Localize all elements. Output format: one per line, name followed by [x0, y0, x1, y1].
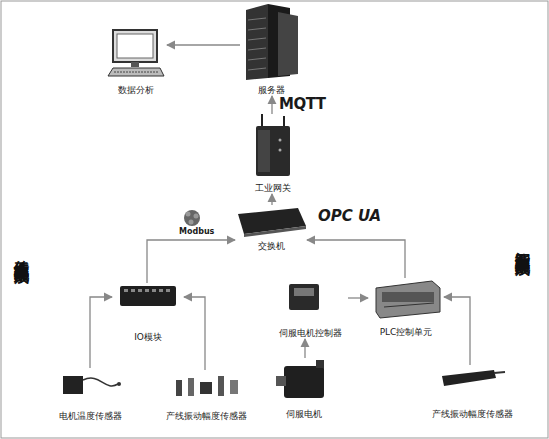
switch-icon: [238, 208, 306, 237]
device-node: 伺服电机控制器: [272, 282, 348, 339]
device-caption: IO模块: [134, 332, 162, 343]
device-node: 产线振动幅度传感器: [160, 370, 252, 422]
modbus-logo: [184, 210, 200, 226]
device-caption: 交换机: [258, 241, 285, 252]
line-title: 智能工业车间装配产线: [515, 240, 531, 250]
device-caption: 伺服电机: [286, 409, 322, 420]
data-link: [304, 339, 305, 358]
vibration-sensor-icon: [442, 370, 505, 386]
device-node: 交换机: [235, 205, 307, 252]
gateway-icon: [256, 114, 290, 176]
server-icon: [246, 4, 298, 80]
device-caption: 伺服电机控制器: [279, 328, 342, 339]
servo-motor-icon: [276, 360, 324, 398]
data-link: [307, 240, 405, 278]
data-link: [147, 240, 235, 283]
line-title: 传统工业车间装配产线: [14, 248, 30, 258]
device-caption: 电机温度传感器: [59, 411, 122, 422]
device-caption: 服务器: [258, 85, 285, 96]
data-link: [167, 44, 240, 45]
vibration-sensor-icon: [176, 376, 238, 396]
plc-icon: [376, 281, 440, 318]
device-node: 伺服电机: [272, 358, 336, 420]
device-node: 工业网关: [250, 114, 296, 194]
data-link: [271, 194, 272, 205]
protocol-label: Modbus: [179, 227, 214, 236]
device-node: 服务器: [240, 4, 302, 96]
device-caption: 产线振动幅度传感器: [432, 409, 513, 420]
device-node: 产线振动幅度传感器: [424, 365, 520, 420]
protocol-label: MQTT: [279, 95, 326, 113]
data-link: [184, 297, 205, 370]
data-link: [444, 297, 470, 365]
device-node: 电机温度传感器: [50, 368, 130, 422]
temperature-sensor-icon: [63, 376, 121, 394]
device-caption: 产线振动幅度传感器: [166, 411, 247, 422]
data-link: [90, 297, 112, 368]
device-node: PLC控制单元: [368, 278, 444, 338]
servo-controller-icon: [289, 284, 319, 310]
computer-icon: [108, 30, 164, 76]
data-link: [348, 297, 368, 298]
device-caption: 数据分析: [118, 85, 154, 96]
data-link: [271, 96, 272, 114]
device-caption: 工业网关: [255, 183, 291, 194]
protocol-label: OPC UA: [318, 207, 381, 225]
io-module-icon: [120, 286, 176, 306]
device-caption: PLC控制单元: [380, 327, 433, 338]
device-node: 数据分析: [105, 28, 167, 96]
device-node: IO模块: [112, 283, 184, 343]
